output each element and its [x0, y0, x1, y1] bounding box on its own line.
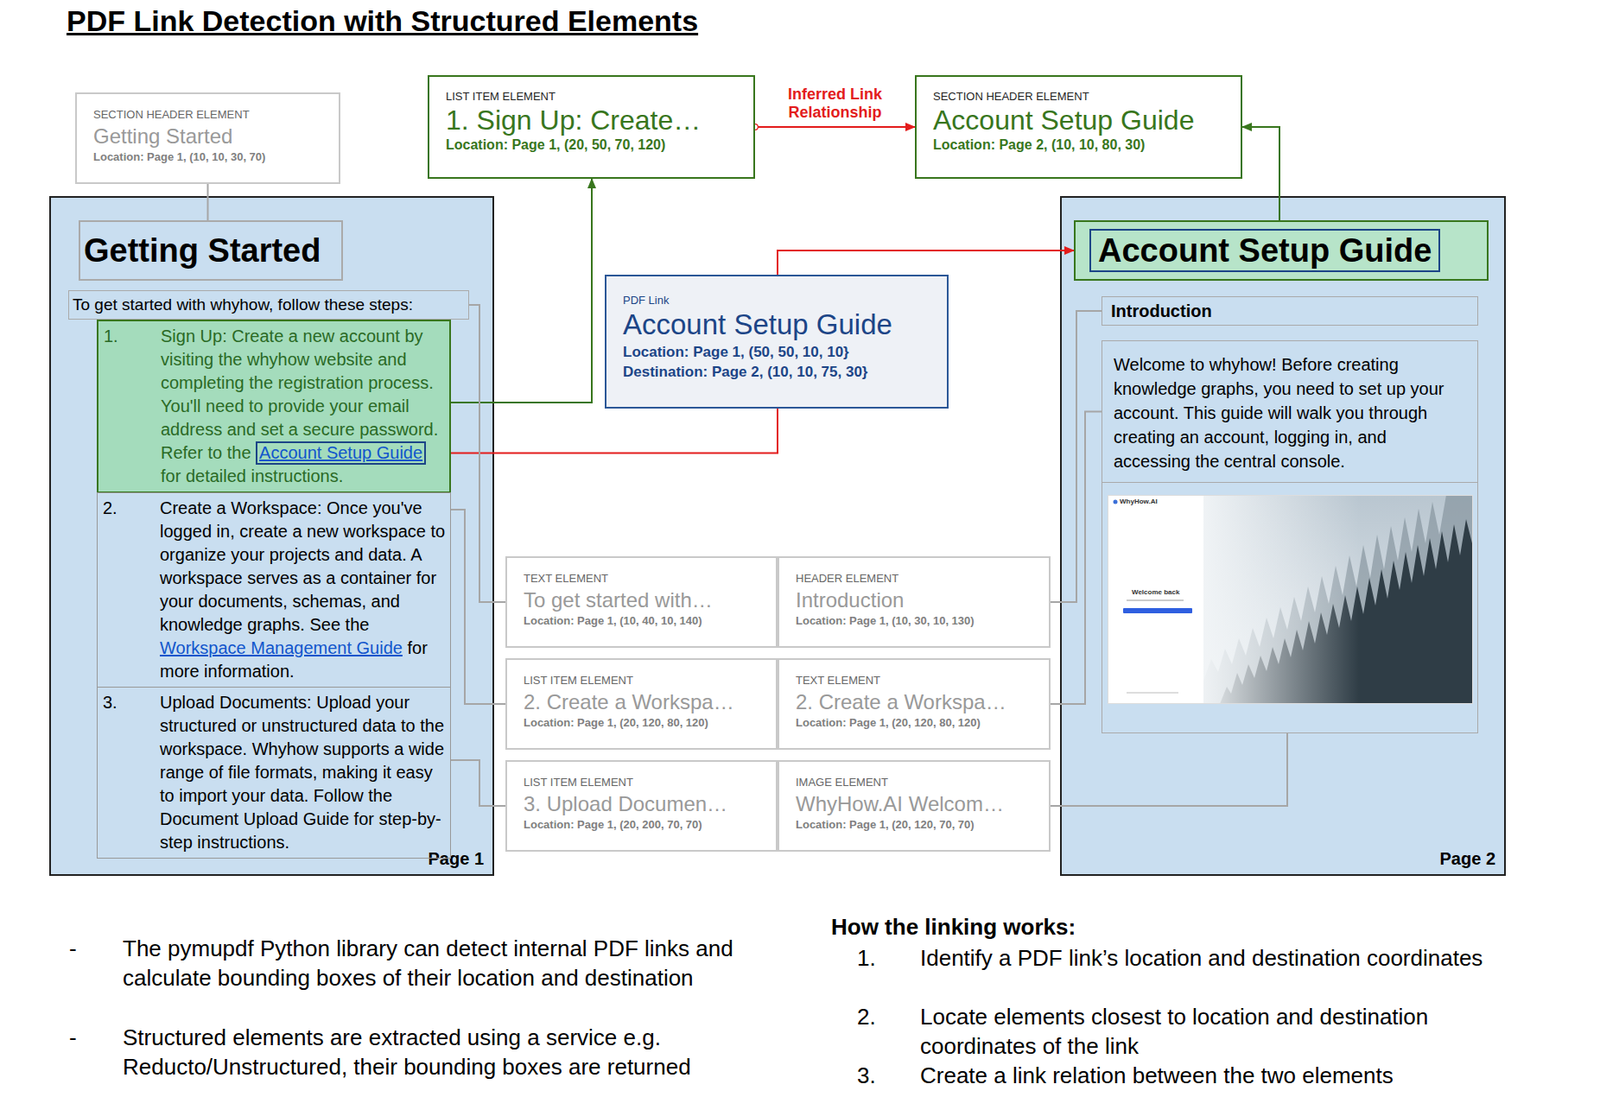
step-number: 1. [857, 943, 877, 973]
screenshot-heading: Welcome back [1131, 588, 1180, 597]
step-text: Create a link relation between the two e… [920, 1060, 1508, 1091]
text-box: To get started with whyhow, follow these… [68, 290, 470, 320]
linked-element-card: LIST ITEM ELEMENT1. Sign Up: Create…Loca… [427, 75, 756, 179]
link-text: Account Setup Guide [259, 443, 423, 463]
item-body: Create a Workspace: Once you've logged i… [159, 496, 447, 684]
header-box: Introduction [1101, 296, 1479, 326]
text-box: Welcome to whyhow! Before creating knowl… [1101, 340, 1479, 483]
box-type: PDF Link [622, 293, 937, 308]
element-location: Location: Page 1, (10, 40, 10, 140) [523, 613, 766, 629]
list-text: for detailed instructions. [160, 464, 446, 489]
element-location: Location: Page 1, (20, 120, 70, 70) [795, 817, 1039, 833]
body-text: To get started with whyhow, follow these… [72, 294, 465, 316]
element-title: Introduction [795, 587, 1039, 614]
element-location: Location: Page 1, (10, 10, 30, 70) [93, 149, 329, 166]
list-item-box: 1. Sign Up: Create a new account by visit… [96, 319, 451, 494]
element-card: LIST ITEM ELEMENT3. Upload Documen…Locat… [505, 760, 778, 852]
pdf-page: Page 1 Getting Started To get started with… [49, 196, 495, 877]
list-item-box: 3. Upload Documents: Upload your structur… [96, 686, 451, 859]
section-heading-box: Getting Started [78, 220, 343, 281]
step-number: 3. [857, 1060, 877, 1091]
note-text: The pymupdf Python library can detect in… [122, 933, 762, 993]
element-card: TEXT ELEMENTTo get started with…Location… [505, 556, 778, 648]
step-text: Identify a PDF link’s location and desti… [920, 943, 1508, 973]
element-type: SECTION HEADER ELEMENT [933, 89, 1231, 104]
image-box: WhyHow.AI Welcome back [1101, 482, 1479, 734]
bullet-dash: - [69, 933, 77, 964]
element-type: IMAGE ELEMENT [795, 775, 1039, 790]
element-card: SECTION HEADER ELEMENTGetting StartedLoc… [75, 92, 341, 185]
header-text: Introduction [1111, 300, 1469, 322]
element-type: LIST ITEM ELEMENT [523, 673, 766, 688]
pdf-link-anchor: Account Setup Guide [255, 441, 426, 465]
element-title: WhyHow.AI Welcom… [795, 791, 1039, 818]
bullet-dash: - [69, 1022, 77, 1053]
pdf-link-box: PDF LinkAccount Setup GuideLocation: Pag… [604, 274, 949, 409]
element-title: 1. Sign Up: Create… [445, 103, 743, 137]
element-type: SECTION HEADER ELEMENT [93, 107, 329, 122]
connector [777, 250, 1074, 275]
section-header-band: Account Setup Guide [1073, 220, 1489, 281]
item-body: Sign Up: Create a new account by visitin… [160, 324, 446, 489]
link-title: Account Setup Guide [622, 307, 937, 343]
section-heading: How the linking works: [831, 912, 1076, 942]
element-location: Location: Page 1, (20, 200, 70, 70) [523, 817, 766, 833]
element-location: Location: Page 2, (10, 10, 80, 30) [933, 136, 1231, 154]
element-title: Getting Started [93, 123, 329, 150]
step-number: 2. [857, 1002, 877, 1032]
diagram-title: PDF Link Detection with Structured Eleme… [66, 3, 699, 39]
body-text: Welcome to whyhow! Before creating knowl… [1113, 352, 1467, 474]
element-title: 2. Create a Workspa… [523, 689, 766, 716]
element-type: LIST ITEM ELEMENT [523, 775, 766, 790]
element-title: To get started with… [523, 587, 766, 614]
link-destination: Destination: Page 2, (10, 10, 75, 30} [622, 361, 937, 382]
heading-text: Account Setup Guide [1089, 228, 1441, 273]
step-text: Locate elements closest to location and … [920, 1002, 1508, 1061]
list-text: Upload Documents: Upload your structured… [159, 692, 445, 852]
item-body: Upload Documents: Upload your structured… [159, 691, 447, 855]
element-type: HEADER ELEMENT [795, 571, 1039, 586]
element-type: TEXT ELEMENT [795, 673, 1039, 688]
list-number: 2. [102, 496, 118, 521]
list-text: Create a Workspace: Once you've logged i… [159, 498, 445, 635]
element-card: TEXT ELEMENT2. Create a Workspa…Location… [777, 658, 1051, 750]
login-forest-screenshot [1107, 495, 1474, 705]
list-number: 3. [102, 691, 118, 715]
heading-text: Getting Started [83, 228, 338, 273]
element-location: Location: Page 1, (20, 50, 70, 120) [445, 136, 743, 154]
note-text: Structured elements are extracted using … [122, 1022, 762, 1082]
element-card: IMAGE ELEMENTWhyHow.AI Welcom…Location: … [777, 760, 1051, 852]
element-type: TEXT ELEMENT [523, 571, 766, 586]
element-card: HEADER ELEMENTIntroductionLocation: Page… [777, 556, 1051, 648]
pdf-page: Page 2 Account Setup GuideIntroductionWel… [1060, 196, 1506, 877]
list-number: 1. [103, 324, 119, 349]
element-title: 3. Upload Documen… [523, 791, 766, 818]
screenshot-logo-text: WhyHow.AI [1119, 497, 1158, 507]
linked-element-card: SECTION HEADER ELEMENTAccount Setup Guid… [914, 75, 1243, 179]
list-item-box: 2. Create a Workspace: Once you've logged… [96, 492, 451, 688]
page-number: Page 1 [428, 848, 484, 870]
element-title: 2. Create a Workspa… [795, 689, 1039, 716]
link-text: Workspace Management Guide [159, 638, 403, 658]
edge-label: Inferred Link Relationship [774, 85, 896, 122]
element-type: LIST ITEM ELEMENT [445, 89, 743, 104]
element-location: Location: Page 1, (20, 120, 80, 120) [523, 715, 766, 731]
element-title: Account Setup Guide [933, 103, 1231, 137]
connector [755, 126, 915, 128]
element-location: Location: Page 1, (20, 120, 80, 120) [795, 715, 1039, 731]
link-location: Location: Page 1, (50, 50, 10, 10} [622, 342, 937, 362]
element-card: LIST ITEM ELEMENT2. Create a Workspa…Loc… [505, 658, 778, 750]
element-location: Location: Page 1, (10, 30, 10, 130) [795, 613, 1039, 629]
page-number: Page 2 [1440, 848, 1496, 870]
